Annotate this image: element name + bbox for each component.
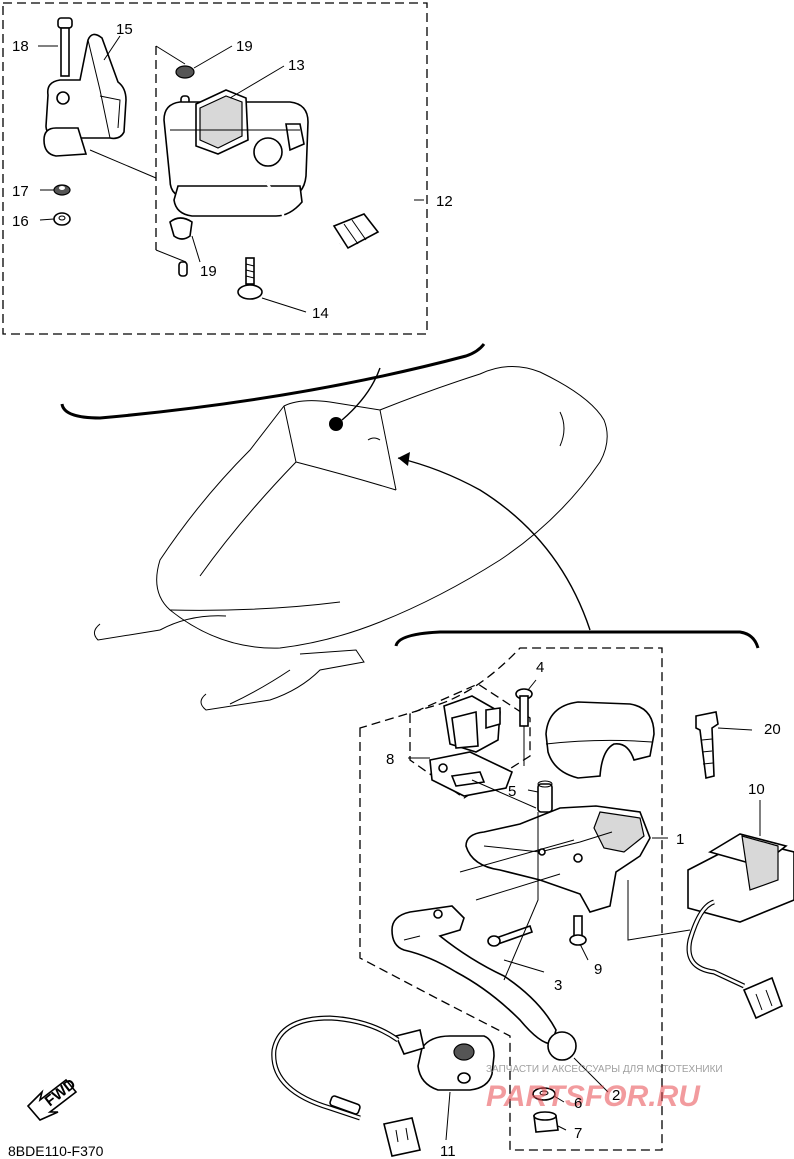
callout-2: 2 <box>612 1087 620 1104</box>
bracket-15 <box>43 33 127 157</box>
callout-18: 18 <box>12 38 29 55</box>
callout-6: 6 <box>574 1095 582 1112</box>
screw-9 <box>569 915 587 946</box>
screw-14 <box>237 257 263 300</box>
lower-assembly-box <box>359 647 663 1151</box>
callout-17: 17 <box>12 183 29 200</box>
callout-12: 12 <box>436 193 453 210</box>
fwd-arrow-icon: FWD <box>26 1075 79 1121</box>
watermark-brand: PARTSFOR.RU <box>486 1080 701 1113</box>
callouts: 18 15 19 13 17 16 12 19 14 4 20 8 10 5 1… <box>12 21 781 1159</box>
diagram-code: 8BDE110-F370 <box>8 1143 104 1159</box>
callout-8: 8 <box>386 751 394 768</box>
control-box-13 <box>163 89 309 217</box>
callout-19-top: 19 <box>236 38 253 55</box>
nut-7 <box>533 1111 559 1133</box>
callout-3: 3 <box>554 977 562 994</box>
guide-arcs <box>60 343 760 649</box>
grommet-19-bottom <box>169 217 193 277</box>
bolt-4 <box>515 688 533 727</box>
leaders-inset <box>38 35 424 313</box>
callout-1: 1 <box>676 831 684 848</box>
collar-5 <box>537 780 553 813</box>
callout-9: 9 <box>594 961 602 978</box>
nut-16 <box>53 212 71 226</box>
callout-16: 16 <box>12 213 29 230</box>
leaders-lower <box>408 679 761 1141</box>
cable-tie-20 <box>695 711 719 779</box>
callout-11: 11 <box>440 1143 456 1159</box>
harness-11 <box>271 1015 421 1157</box>
callout-20: 20 <box>764 721 781 738</box>
throttle-housing <box>465 805 651 913</box>
nut-17 <box>53 184 71 196</box>
unit-10 <box>686 833 794 1020</box>
callout-10: 10 <box>748 781 765 798</box>
callout-19-bottom: 19 <box>200 263 217 280</box>
snowmobile-outline <box>94 366 608 711</box>
callout-14: 14 <box>312 305 329 322</box>
washer-6 <box>532 1087 556 1101</box>
throttle-lever-2 <box>391 905 577 1061</box>
harness-13 <box>264 181 380 264</box>
callout-15: 15 <box>116 21 133 38</box>
watermark-tagline: ЗАПЧАСТИ И АКСЕССУАРЫ ДЛЯ МОТОТЕХНИКИ <box>486 1064 723 1075</box>
inset-box-12 <box>2 2 428 335</box>
screw-3 <box>487 924 534 947</box>
switch-8 <box>429 695 514 797</box>
throttle-cover <box>545 701 655 779</box>
callout-5: 5 <box>508 783 516 800</box>
bolt-18 <box>57 17 73 77</box>
callout-4: 4 <box>536 659 544 676</box>
sensor-11 <box>394 1029 495 1091</box>
callout-7: 7 <box>574 1125 582 1142</box>
watermark: ЗАПЧАСТИ И АКСЕССУАРЫ ДЛЯ МОТОТЕХНИКИ PA… <box>486 1064 723 1113</box>
callout-13: 13 <box>288 57 305 74</box>
